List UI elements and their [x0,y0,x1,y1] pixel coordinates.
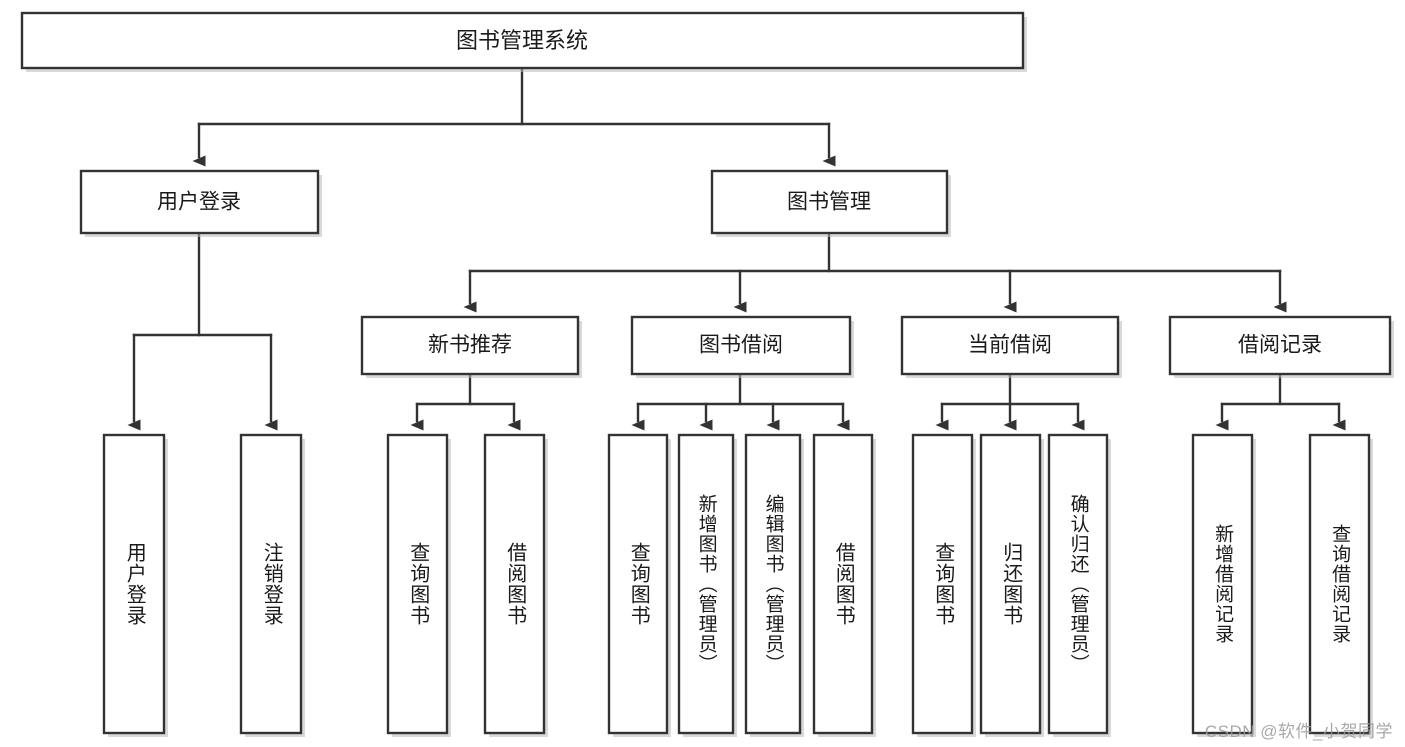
node-leaf-add-record[interactable] [1191,433,1256,737]
node-leaf-confirm-return[interactable] [1047,433,1111,737]
node-current-borrow-label: 当前借阅 [968,334,1052,357]
node-book-manage[interactable]: 图书管理 [710,169,951,237]
node-leaf-user-logout[interactable] [239,433,305,737]
csdn-watermark: CSDN @软件_小贺同学 [1204,722,1393,741]
node-leaf-return-book[interactable] [979,433,1044,737]
node-new-book-rec[interactable]: 新书推荐 [360,315,582,378]
node-leaf-query-book-bb[interactable] [607,433,671,737]
node-current-borrow[interactable]: 当前借阅 [900,315,1122,378]
node-leaf-edit-book[interactable] [744,433,804,737]
node-borrow-record-label: 借阅记录 [1238,334,1322,357]
node-leaf-query-book-rec[interactable] [386,433,451,737]
node-leaf-borrow-book-rec[interactable] [483,433,548,737]
node-leaf-user-login[interactable] [102,433,168,737]
connector-edges [127,66,1346,431]
node-user-login[interactable]: 用户登录 [79,169,322,237]
node-book-borrow-label: 图书借阅 [699,334,783,357]
node-leaf-borrow-book-bb[interactable] [812,433,876,737]
node-root[interactable]: 图书管理系统 [20,11,1027,72]
node-leaf-query-record[interactable] [1308,433,1373,737]
node-book-manage-label: 图书管理 [787,191,871,214]
node-book-borrow[interactable]: 图书借阅 [630,315,854,378]
node-borrow-record[interactable]: 借阅记录 [1168,315,1394,378]
node-user-login-label: 用户登录 [157,191,241,214]
node-root-label: 图书管理系统 [456,28,588,53]
leaf-node-rects [102,433,1373,737]
node-leaf-query-book-cb[interactable] [911,433,976,737]
node-new-book-rec-label: 新书推荐 [428,334,512,357]
node-leaf-add-book[interactable] [677,433,737,737]
